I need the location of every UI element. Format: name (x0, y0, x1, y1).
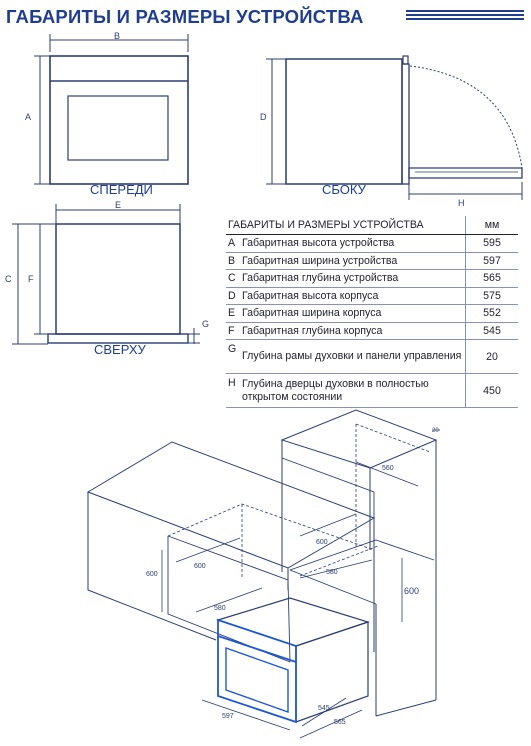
table-row: A Габаритная высота устройства 595 (226, 234, 518, 253)
dim-column-gap: 20 (432, 428, 439, 434)
title-rule (406, 14, 524, 16)
table-row: F Габаритная глубина корпуса 545 (226, 322, 518, 340)
row-value: 545 (465, 322, 518, 340)
row-letter: H (226, 373, 240, 408)
front-dim-b-label: B (114, 31, 120, 41)
table-header-title: ГАБАРИТЫ И РАЗМЕРЫ УСТРОЙСТВА (226, 216, 466, 235)
top-dim-g-label: G (202, 319, 209, 329)
side-open-door (408, 167, 523, 179)
row-label: Глубина рамы духовки и панели управления (240, 339, 466, 374)
row-value: 450 (465, 373, 518, 408)
top-front-frame (47, 333, 189, 344)
dimensions-table: ГАБАРИТЫ И РАЗМЕРЫ УСТРОЙСТВА мм A Габар… (226, 216, 518, 408)
row-label: Габаритная высота корпуса (240, 287, 466, 305)
row-letter: D (226, 287, 240, 305)
title-rule (406, 18, 524, 20)
top-dim-c-label: C (5, 274, 12, 284)
row-letter: F (226, 322, 240, 340)
row-letter: B (226, 252, 240, 270)
row-value: 565 (465, 269, 518, 288)
row-label: Габаритная ширина корпуса (240, 304, 466, 323)
front-oven-window (67, 95, 169, 161)
row-label: Габаритная высота устройства (240, 234, 466, 253)
oven-top (216, 597, 370, 647)
dim-under-inner: 580 (214, 605, 226, 612)
row-label: Габаритная ширина устройства (240, 252, 466, 270)
row-value: 552 (465, 304, 518, 323)
dim-column-width: 600 (316, 539, 328, 546)
front-view-drawing: B A (25, 31, 189, 185)
row-label: Габаритная глубина корпуса (240, 322, 466, 340)
table-header-row: ГАБАРИТЫ И РАЗМЕРЫ УСТРОЙСТВА мм (226, 216, 518, 235)
table-row: H Глубина дверцы духовки в полностью отк… (226, 373, 518, 408)
dim-under-width: 600 (194, 563, 206, 570)
row-letter: C (226, 269, 240, 288)
row-label: Глубина дверцы духовки в полностью откры… (240, 373, 466, 408)
dim-column-depth: 560 (382, 465, 394, 472)
table-row: D Габаритная высота корпуса 575 (226, 287, 518, 305)
dim-under-height: 600 (146, 571, 158, 578)
oven-front (217, 618, 297, 724)
side-oven-body (285, 58, 403, 185)
page-title: ГАБАРИТЫ И РАЗМЕРЫ УСТРОЙСТВА (6, 6, 364, 27)
side-view-drawing: D H (260, 55, 523, 206)
dim-oven-depth-body: 545 (318, 705, 330, 712)
front-dim-a-label: A (25, 112, 31, 122)
row-letter: G (226, 339, 240, 374)
dim-oven-depth-total: 565 (334, 719, 346, 726)
column-top (280, 409, 438, 469)
row-value: 595 (465, 234, 518, 253)
table-row: E Габаритная ширина корпуса 552 (226, 304, 518, 323)
row-value: 575 (465, 287, 518, 305)
top-dim-e-label: E (115, 200, 121, 210)
front-view-label: СПЕРЕДИ (90, 182, 153, 197)
front-oven-outline (49, 55, 189, 185)
row-label: Габаритная глубина устройства (240, 269, 466, 288)
top-view-drawing: E C F G (5, 200, 209, 345)
table-header-unit: мм (465, 216, 518, 235)
installation-diagram: 560 20 600 580 600 600 580 600 597 545 5… (86, 409, 440, 739)
row-letter: A (226, 234, 240, 253)
table-row: C Габаритная глубина устройства 565 (226, 269, 518, 288)
row-value: 597 (465, 252, 518, 270)
side-dim-d-label: D (260, 112, 267, 122)
table-row: B Габаритная ширина устройства 597 (226, 252, 518, 270)
table-row: G Глубина рамы духовки и панели управлен… (226, 339, 518, 374)
top-oven-body (55, 223, 181, 335)
side-view-label: СБОКУ (322, 182, 366, 197)
dim-oven-width: 597 (222, 713, 234, 720)
dim-column-height: 600 (404, 586, 419, 596)
top-dim-f-label: F (28, 274, 34, 284)
side-dim-h-label: H (458, 198, 465, 206)
title-rule (406, 10, 524, 12)
side-front-frame (401, 63, 410, 185)
side-door-arc (409, 65, 523, 169)
row-letter: E (226, 304, 240, 323)
top-view-label: СВЕРХУ (94, 342, 146, 357)
cabinet-left-face (87, 492, 217, 641)
row-value: 20 (465, 339, 518, 374)
dim-column-inner: 580 (326, 569, 338, 576)
cabinet-top (86, 441, 376, 569)
